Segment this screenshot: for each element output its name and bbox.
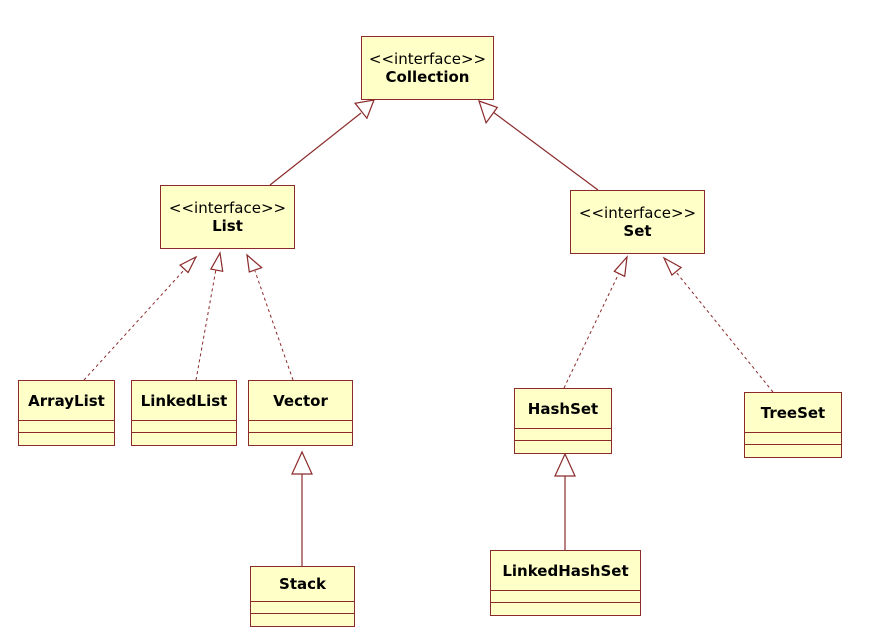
set-header: <<interface>> Set (571, 191, 704, 253)
arraylist-name: ArrayList (28, 391, 105, 410)
hashset-name: HashSet (527, 399, 599, 418)
collection-stereotype: <<interface>> (368, 50, 487, 68)
edge-linkedlist-list (195, 251, 224, 381)
set-interface-box[interactable]: <<interface>> Set (570, 190, 705, 254)
edge-set-collection (478, 100, 599, 191)
hashset-attributes-compartment (515, 429, 611, 441)
vector-header: Vector (249, 381, 352, 421)
vector-class-box[interactable]: Vector (248, 380, 353, 446)
vector-operations-compartment (249, 433, 352, 445)
arraylist-attributes-compartment (19, 421, 114, 433)
treeset-class-box[interactable]: TreeSet (744, 392, 842, 458)
edge-vector-list (246, 253, 294, 381)
linkedhashset-header: LinkedHashSet (491, 551, 640, 591)
treeset-header: TreeSet (745, 393, 841, 433)
list-header: <<interface>> List (161, 186, 294, 248)
edge-list-collection (269, 99, 375, 186)
hashset-header: HashSet (515, 389, 611, 429)
hashset-class-box[interactable]: HashSet (514, 388, 612, 454)
treeset-attributes-compartment (745, 433, 841, 445)
list-interface-box[interactable]: <<interface>> List (160, 185, 295, 249)
hashset-operations-compartment (515, 441, 611, 453)
linkedhashset-class-box[interactable]: LinkedHashSet (490, 550, 641, 616)
stack-header: Stack (251, 567, 354, 602)
edge-treeset-set (662, 256, 774, 393)
set-stereotype: <<interface>> (578, 204, 697, 222)
edge-hashset-set (563, 255, 628, 389)
stack-attributes-compartment (251, 602, 354, 614)
vector-attributes-compartment (249, 421, 352, 433)
arraylist-operations-compartment (19, 433, 114, 445)
linkedlist-name: LinkedList (140, 391, 228, 410)
collection-name: Collection (385, 68, 470, 86)
linkedlist-class-box[interactable]: LinkedList (131, 380, 237, 446)
linkedhashset-attributes-compartment (491, 591, 640, 603)
linkedhashset-name: LinkedHashSet (502, 561, 629, 580)
edge-stack-vector (291, 450, 313, 566)
collection-header: <<interface>> Collection (362, 37, 493, 99)
edge-linkedhashset-hashset (554, 452, 576, 550)
list-name: List (212, 217, 243, 235)
set-name: Set (623, 222, 652, 240)
arraylist-class-box[interactable]: ArrayList (18, 380, 115, 446)
treeset-operations-compartment (745, 445, 841, 457)
stack-name: Stack (279, 575, 326, 593)
collection-interface-box[interactable]: <<interface>> Collection (361, 36, 494, 100)
list-stereotype: <<interface>> (168, 199, 287, 217)
vector-name: Vector (273, 391, 328, 410)
arraylist-header: ArrayList (19, 381, 114, 421)
linkedlist-operations-compartment (132, 433, 236, 445)
treeset-name: TreeSet (760, 403, 826, 422)
stack-class-box[interactable]: Stack (250, 566, 355, 627)
linkedhashset-operations-compartment (491, 603, 640, 615)
linkedlist-attributes-compartment (132, 421, 236, 433)
linkedlist-header: LinkedList (132, 381, 236, 421)
stack-operations-compartment (251, 614, 354, 626)
edge-arraylist-list (83, 255, 198, 381)
